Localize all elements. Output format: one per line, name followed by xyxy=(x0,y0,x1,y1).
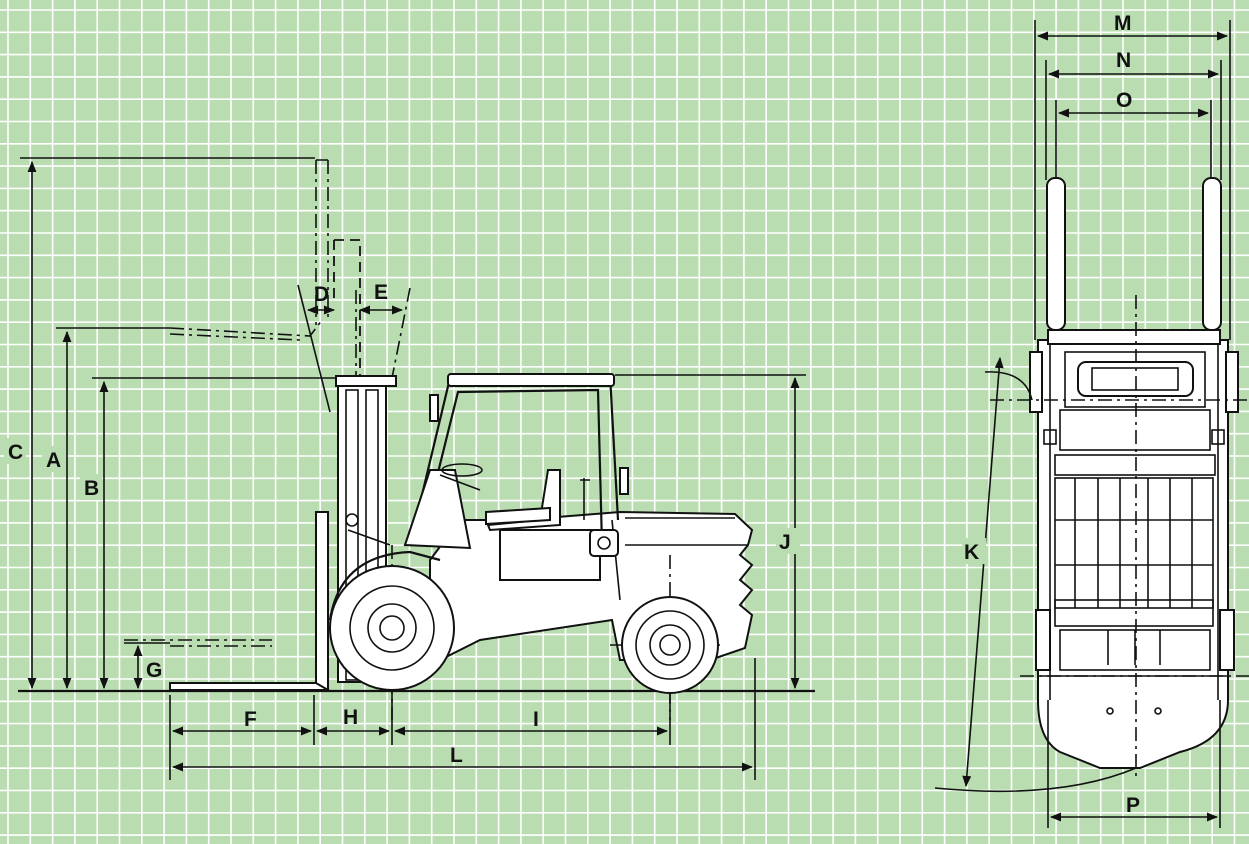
side-view xyxy=(18,157,815,780)
label-c: C xyxy=(8,441,23,464)
label-d: D xyxy=(314,283,329,306)
label-i: I xyxy=(533,708,539,731)
dimension-labels: C A B G D E J F H I L M N O K P xyxy=(4,12,1140,817)
dimension-k-line xyxy=(962,356,1004,788)
label-f: F xyxy=(244,708,257,731)
label-e: E xyxy=(374,281,388,304)
label-m: M xyxy=(1114,12,1132,35)
label-o: O xyxy=(1116,89,1132,112)
label-p: P xyxy=(1126,794,1140,817)
label-j: J xyxy=(779,531,791,554)
label-g: G xyxy=(146,659,162,682)
label-k: K xyxy=(964,541,979,564)
top-view xyxy=(934,20,1249,828)
label-b: B xyxy=(84,477,99,500)
front-wheel xyxy=(329,565,455,691)
label-h: H xyxy=(343,706,358,729)
label-l: L xyxy=(450,744,463,767)
label-n: N xyxy=(1116,49,1131,72)
label-a: A xyxy=(46,449,61,472)
